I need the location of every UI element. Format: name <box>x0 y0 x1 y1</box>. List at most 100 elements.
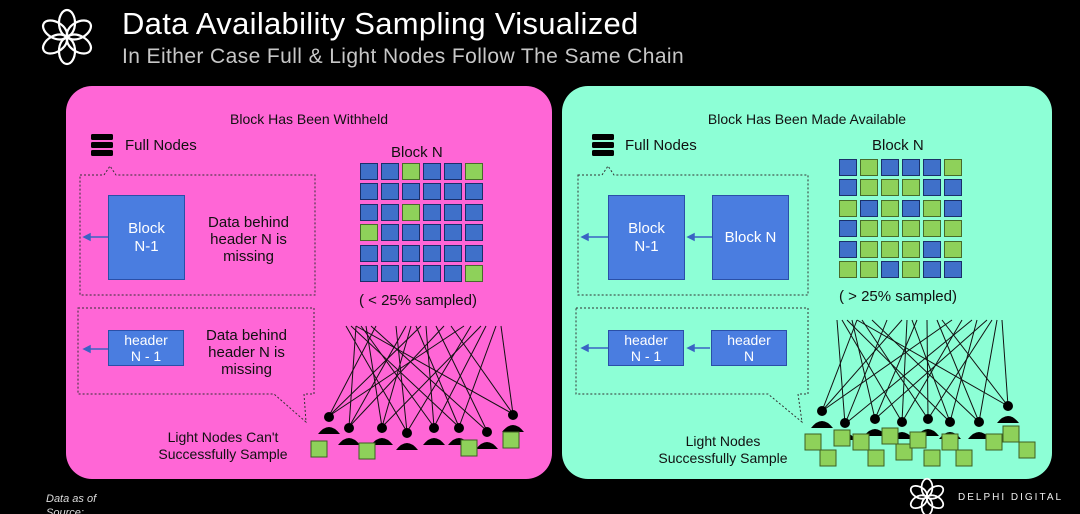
block-missing-note: Data behind header N is missing <box>208 214 289 265</box>
server-stack-icon <box>592 134 614 156</box>
unsampled-cell <box>839 220 857 238</box>
sampled-cell <box>923 220 941 238</box>
unsampled-cell <box>839 240 857 258</box>
unsampled-cell <box>402 264 420 282</box>
source-note: Source: <box>46 507 84 514</box>
unsampled-cell <box>902 159 920 176</box>
full-nodes-label: Full Nodes <box>625 137 697 154</box>
unsampled-cell <box>360 163 378 180</box>
sampling-lines <box>821 319 1009 425</box>
unsampled-cell <box>402 183 420 201</box>
unsampled-cell <box>423 203 441 221</box>
sampled-cell <box>402 163 420 180</box>
unsampled-cell <box>444 163 462 180</box>
header-n-minus-1: header N - 1 <box>608 330 684 366</box>
unsampled-cell <box>944 179 962 197</box>
brand-name: DELPHI DIGITAL <box>958 492 1064 503</box>
sample-square-icons <box>804 425 1036 467</box>
unsampled-cell <box>381 203 399 221</box>
unsampled-cell <box>923 260 941 278</box>
unsampled-cell <box>381 163 399 180</box>
sampled-cell <box>902 240 920 258</box>
delphi-flower-logo-icon <box>41 8 93 66</box>
page-title: Data Availability Sampling Visualized <box>122 6 639 41</box>
sampled-cell <box>902 179 920 197</box>
light-nodes-label: Light Nodes Can't Successfully Sample <box>158 429 288 462</box>
unsampled-cell <box>839 179 857 197</box>
delphi-flower-small-logo-icon <box>909 477 945 514</box>
unsampled-cell <box>465 224 483 242</box>
full-node-bubble <box>577 165 809 296</box>
available-panel: Block Has Been Made Available Full Nodes… <box>562 86 1052 479</box>
unsampled-cell <box>423 224 441 242</box>
sampled-cell <box>881 199 899 217</box>
server-stack-icon <box>91 134 113 156</box>
light-node-bubble <box>77 307 315 424</box>
unsampled-cell <box>839 159 857 176</box>
page-subtitle: In Either Case Full & Light Nodes Follow… <box>122 45 685 68</box>
unsampled-cell <box>881 159 899 176</box>
sampled-cell <box>944 240 962 258</box>
unsampled-cell <box>360 264 378 282</box>
sampled-cell <box>465 163 483 180</box>
sampled-cell <box>881 240 899 258</box>
unsampled-cell <box>381 264 399 282</box>
data-as-of-note: Data as of <box>46 493 97 505</box>
withheld-panel: Block Has Been Withheld Full Nodes Block… <box>66 86 552 479</box>
sampled-cell <box>944 159 962 176</box>
block-n-minus-1: Block N-1 <box>608 195 685 280</box>
unsampled-cell <box>881 260 899 278</box>
unsampled-cell <box>944 260 962 278</box>
sampled-cell <box>902 260 920 278</box>
light-node-bubble <box>575 307 809 424</box>
block-n-minus-1: Block N-1 <box>108 195 185 280</box>
header-missing-note: Data behind header N is missing <box>206 327 287 378</box>
sampled-cell <box>923 199 941 217</box>
sampled-cell <box>860 220 878 238</box>
block-n: Block N <box>712 195 789 280</box>
unsampled-cell <box>381 183 399 201</box>
sampled-cell <box>402 203 420 221</box>
full-nodes-label: Full Nodes <box>125 137 197 154</box>
unsampled-cell <box>860 199 878 217</box>
unsampled-cell <box>360 183 378 201</box>
unsampled-cell <box>444 183 462 201</box>
unsampled-cell <box>923 159 941 176</box>
sampled-cell <box>944 220 962 238</box>
sampled-cell <box>860 240 878 258</box>
header-n-minus-1: header N - 1 <box>108 330 184 366</box>
sampled-note: ( > 25% sampled) <box>839 288 957 305</box>
sampled-cell <box>860 179 878 197</box>
sampled-cell <box>860 260 878 278</box>
unsampled-cell <box>444 244 462 262</box>
available-panel-drawing <box>575 134 1036 467</box>
sampling-lines <box>328 325 514 433</box>
footer-notes: Data as of Source: <box>46 492 96 514</box>
chain-arrow-icon <box>580 232 712 353</box>
unsampled-cell <box>444 203 462 221</box>
sampled-note: ( < 25% sampled) <box>359 292 477 309</box>
full-node-bubble <box>79 165 316 296</box>
unsampled-cell <box>465 203 483 221</box>
available-panel-title: Block Has Been Made Available <box>707 111 907 127</box>
sampled-cell <box>839 199 857 217</box>
unsampled-cell <box>360 244 378 262</box>
unsampled-cell <box>923 179 941 197</box>
sampled-cell <box>465 264 483 282</box>
sample-square-icons <box>310 431 520 460</box>
sampled-cell <box>839 260 857 278</box>
unsampled-cell <box>423 264 441 282</box>
withheld-panel-drawing <box>77 134 524 460</box>
unsampled-cell <box>381 244 399 262</box>
block-n-grid <box>360 163 483 282</box>
unsampled-cell <box>423 183 441 201</box>
unsampled-cell <box>402 224 420 242</box>
light-node-person-icons <box>318 410 524 450</box>
sampled-cell <box>902 220 920 238</box>
chain-arrow-icon <box>82 232 108 354</box>
unsampled-cell <box>423 163 441 180</box>
unsampled-cell <box>360 203 378 221</box>
withheld-panel-title: Block Has Been Withheld <box>230 111 388 127</box>
unsampled-cell <box>381 224 399 242</box>
unsampled-cell <box>402 244 420 262</box>
